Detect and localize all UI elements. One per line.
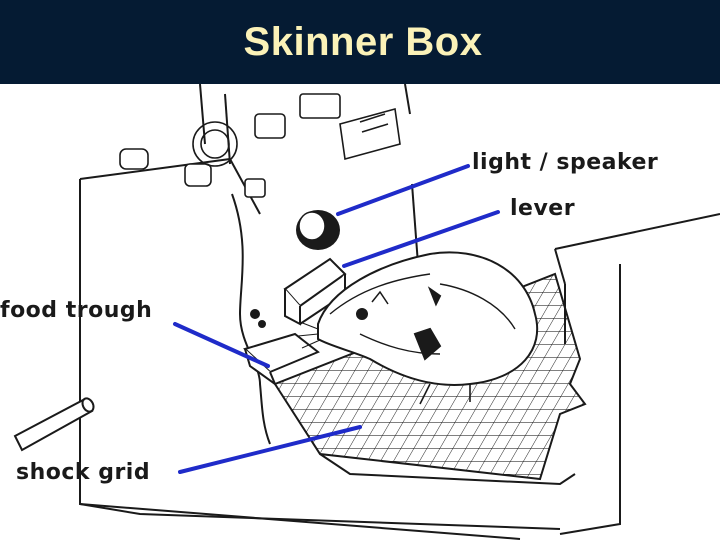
pointer-food-trough — [173, 322, 270, 368]
dowel-handle — [13, 397, 95, 452]
light-speaker-disc — [296, 210, 340, 250]
lever — [283, 257, 347, 326]
pointer-shock-grid — [178, 425, 362, 474]
title-bar: Skinner Box — [0, 0, 720, 84]
skinner-box-diagram: light / speaker lever food trough shock … — [0, 83, 720, 540]
label-lever: lever — [510, 196, 576, 221]
slide-title: Skinner Box — [243, 19, 483, 64]
control-panel — [119, 93, 401, 445]
box-frame — [79, 83, 720, 540]
pointer-lever — [342, 210, 500, 268]
skinner-box-illustration — [13, 83, 720, 540]
pointer-lines — [173, 164, 500, 474]
label-food-trough: food trough — [0, 298, 153, 323]
pointer-light-speaker — [336, 164, 470, 216]
label-light-speaker: light / speaker — [472, 150, 659, 175]
label-shock-grid: shock grid — [16, 460, 151, 485]
rat — [297, 251, 539, 405]
